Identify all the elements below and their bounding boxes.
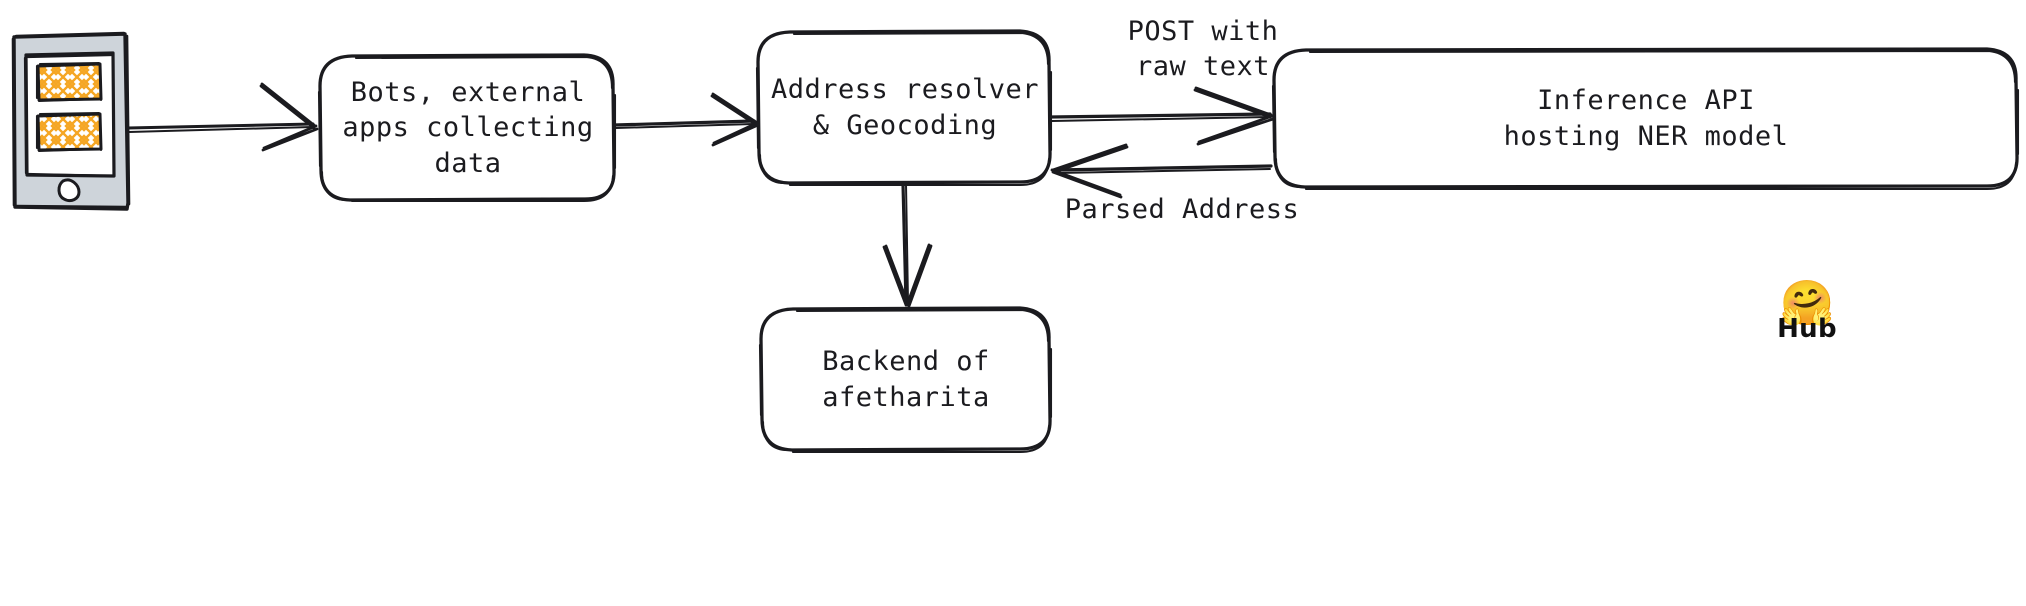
node-bots-shape: [317, 53, 617, 203]
phone-icon: [11, 31, 131, 211]
node-resolver-label: Address resolver & Geocoding: [770, 74, 1040, 141]
huggingface-hub-badge: 🤗 Hub: [1742, 278, 1872, 345]
hub-label: Hub: [1777, 314, 1837, 344]
node-inference-label: Inference API hosting NER model: [1503, 85, 1789, 152]
node-resolver-shape: [755, 29, 1053, 187]
arrow-phone-to-bots: [126, 82, 319, 152]
arrow-bots-to-resolver: [613, 92, 760, 147]
arrow-inference-to-resolver: [1050, 143, 1273, 199]
node-backend-shape: [758, 306, 1053, 454]
edge-label-post-with-raw-text: POST with raw text: [1127, 16, 1279, 83]
arrow-resolver-to-inference: [1049, 86, 1275, 146]
node-bots-label: Bots, external apps collecting data: [342, 77, 594, 179]
node-inference-shape: [1271, 47, 2020, 191]
hugging-face-emoji: 🤗: [1779, 278, 1835, 329]
edge-label-parsed-address: Parsed Address: [1064, 194, 1300, 225]
node-backend-label: Backend of afetharita: [822, 346, 990, 413]
arrow-resolver-to-backend: [882, 182, 933, 308]
